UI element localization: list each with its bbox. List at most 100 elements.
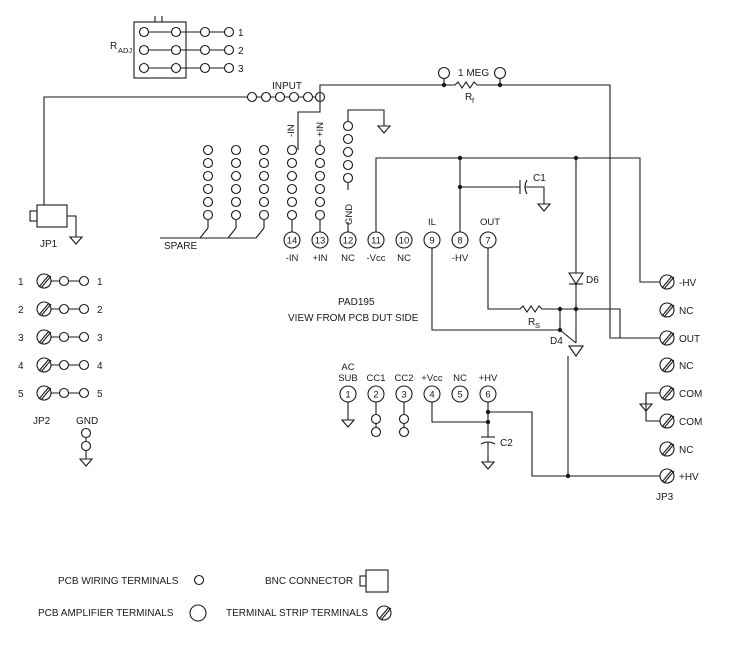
svg-text:-HV: -HV bbox=[679, 278, 697, 289]
c1-label: C1 bbox=[533, 173, 546, 184]
jp3-block: -HV NC OUT NC COM COM NC +HV bbox=[638, 274, 702, 503]
svg-text:COM: COM bbox=[679, 417, 702, 428]
legend-strip-label: TERMINAL STRIP TERMINALS bbox=[226, 608, 368, 619]
radj-label: R bbox=[110, 41, 117, 52]
svg-text:4: 4 bbox=[18, 361, 24, 372]
jp3-row-7: NC bbox=[659, 441, 693, 457]
svg-text:3: 3 bbox=[18, 333, 24, 344]
pin-11-num: 11 bbox=[371, 236, 381, 247]
input-columns: -IN +IN GND bbox=[286, 120, 355, 232]
jp2-row-5: 5 5 bbox=[18, 385, 103, 401]
jp3-label: JP3 bbox=[656, 492, 674, 503]
pin-13 bbox=[311, 231, 329, 249]
pin-1-num: 1 bbox=[345, 390, 350, 401]
pin-3-num: 3 bbox=[401, 390, 406, 401]
legend: PCB WIRING TERMINALS PCB AMPLIFIER TERMI… bbox=[38, 569, 392, 622]
pin-12 bbox=[339, 231, 357, 249]
rf-block: 1 MEG R f bbox=[297, 66, 660, 339]
jp1-bnc: JP1 bbox=[29, 204, 84, 250]
pin-1-label-line2: SUB bbox=[338, 373, 358, 384]
jp3-row-3: OUT bbox=[659, 330, 700, 346]
pin-14-num: 14 bbox=[287, 236, 298, 247]
pin-9-num: 9 bbox=[429, 236, 434, 247]
jp2-label: JP2 bbox=[33, 416, 51, 427]
pin-6-num: 6 bbox=[485, 390, 490, 401]
pin-10-num: 10 bbox=[399, 236, 410, 247]
jp2-row-1: 1 1 bbox=[18, 273, 103, 289]
legend-wiring-symbol bbox=[193, 574, 205, 586]
pin-5 bbox=[451, 385, 469, 403]
input-line: INPUT bbox=[43, 81, 326, 205]
jp3-row-6: COM bbox=[659, 413, 702, 429]
power-wiring: C1 D6 R S D4 bbox=[375, 155, 660, 479]
pin-7-label: OUT bbox=[480, 217, 500, 228]
jp2-row-2: 2 2 bbox=[18, 301, 103, 317]
svg-text:2: 2 bbox=[18, 305, 24, 316]
legend-strip-symbol bbox=[376, 605, 392, 621]
svg-text:4: 4 bbox=[97, 361, 103, 372]
legend-wiring-label: PCB WIRING TERMINALS bbox=[58, 576, 179, 587]
legend-bnc-symbol bbox=[359, 569, 389, 593]
dut-top-row: 14 13 12 11 10 9 8 7 -IN +IN NC -Vcc NC … bbox=[283, 217, 500, 264]
svg-text:NC: NC bbox=[679, 306, 693, 317]
jp3-row-4: NC bbox=[659, 357, 693, 373]
pin-6-label: +HV bbox=[479, 373, 498, 384]
d4-label: D4 bbox=[550, 336, 563, 347]
jp3-row-2: NC bbox=[659, 302, 693, 318]
pin-9-label: IL bbox=[428, 217, 436, 228]
input-label: INPUT bbox=[272, 81, 302, 92]
rs-sub: S bbox=[535, 321, 540, 330]
pin-11-label: -Vcc bbox=[367, 253, 386, 264]
spare-label: SPARE bbox=[164, 241, 197, 252]
pin-5-num: 5 bbox=[457, 390, 462, 401]
radj-tap-3: 3 bbox=[238, 64, 244, 75]
gnd-column-wire bbox=[347, 109, 392, 134]
svg-text:5: 5 bbox=[18, 389, 24, 400]
pin-5-label: NC bbox=[453, 373, 467, 384]
jp3-row-8: +HV bbox=[659, 468, 699, 484]
radj-block: R ADJ 1 2 3 bbox=[110, 16, 244, 79]
radj-tap-2: 2 bbox=[238, 46, 244, 57]
pin-10-label: NC bbox=[397, 253, 411, 264]
pin-4-num: 4 bbox=[429, 390, 434, 401]
part-title: PAD195 bbox=[338, 297, 375, 308]
column-minus-in: -IN bbox=[286, 124, 297, 137]
rf-value: 1 MEG bbox=[458, 68, 489, 79]
gnd-label: GND bbox=[76, 416, 98, 427]
legend-amplifier-label: PCB AMPLIFIER TERMINALS bbox=[38, 608, 174, 619]
jp3-row-5: COM bbox=[659, 385, 702, 401]
pin-3-label: CC2 bbox=[394, 373, 413, 384]
pin-2-label: CC1 bbox=[366, 373, 385, 384]
legend-amplifier-symbol bbox=[189, 604, 207, 622]
svg-text:COM: COM bbox=[679, 389, 702, 400]
pin-4-label: +Vcc bbox=[421, 373, 443, 384]
rf-label: R bbox=[465, 92, 472, 103]
jp3-row-1: -HV bbox=[659, 274, 697, 290]
svg-text:+HV: +HV bbox=[679, 472, 699, 483]
rf-sub: f bbox=[472, 96, 475, 105]
svg-text:3: 3 bbox=[97, 333, 103, 344]
pin-14 bbox=[283, 231, 301, 249]
pin-12-label: NC bbox=[341, 253, 355, 264]
pin-7-num: 7 bbox=[485, 236, 490, 247]
rs-label: R bbox=[528, 317, 535, 328]
radj-sub: ADJ bbox=[118, 46, 132, 55]
svg-text:2: 2 bbox=[97, 305, 103, 316]
radj-tap-1: 1 bbox=[238, 28, 244, 39]
legend-bnc-label: BNC CONNECTOR bbox=[265, 576, 353, 587]
pin-2-num: 2 bbox=[373, 390, 378, 401]
pin-8-label: -HV bbox=[452, 253, 469, 264]
pin-12-num: 12 bbox=[343, 236, 354, 247]
jp2-row-4: 4 4 bbox=[18, 357, 103, 373]
svg-text:1: 1 bbox=[18, 277, 24, 288]
jp1-label: JP1 bbox=[40, 239, 58, 250]
pin-13-label: +IN bbox=[312, 253, 327, 264]
column-gnd: GND bbox=[344, 204, 355, 225]
pin-1-label-line1: AC bbox=[341, 362, 354, 373]
pin-8-num: 8 bbox=[457, 236, 462, 247]
svg-text:5: 5 bbox=[97, 389, 103, 400]
svg-text:1: 1 bbox=[97, 277, 103, 288]
c2-label: C2 bbox=[500, 438, 513, 449]
spare-columns: SPARE bbox=[160, 144, 270, 252]
